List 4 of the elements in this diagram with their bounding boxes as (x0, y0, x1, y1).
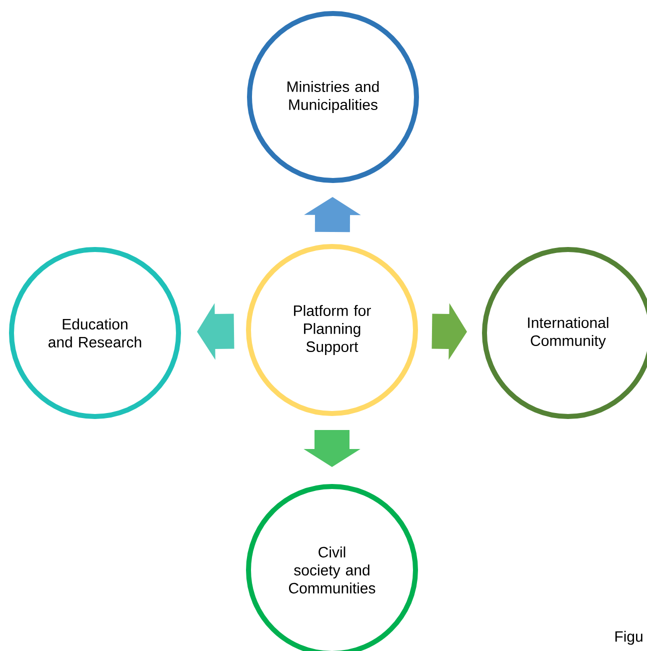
caption-text: Figu (615, 630, 642, 645)
circle-node: Platform for Planning Support (246, 244, 418, 416)
circle-node: Ministries and Municipalities (247, 11, 419, 183)
circle-node: Education and Research (9, 247, 181, 419)
